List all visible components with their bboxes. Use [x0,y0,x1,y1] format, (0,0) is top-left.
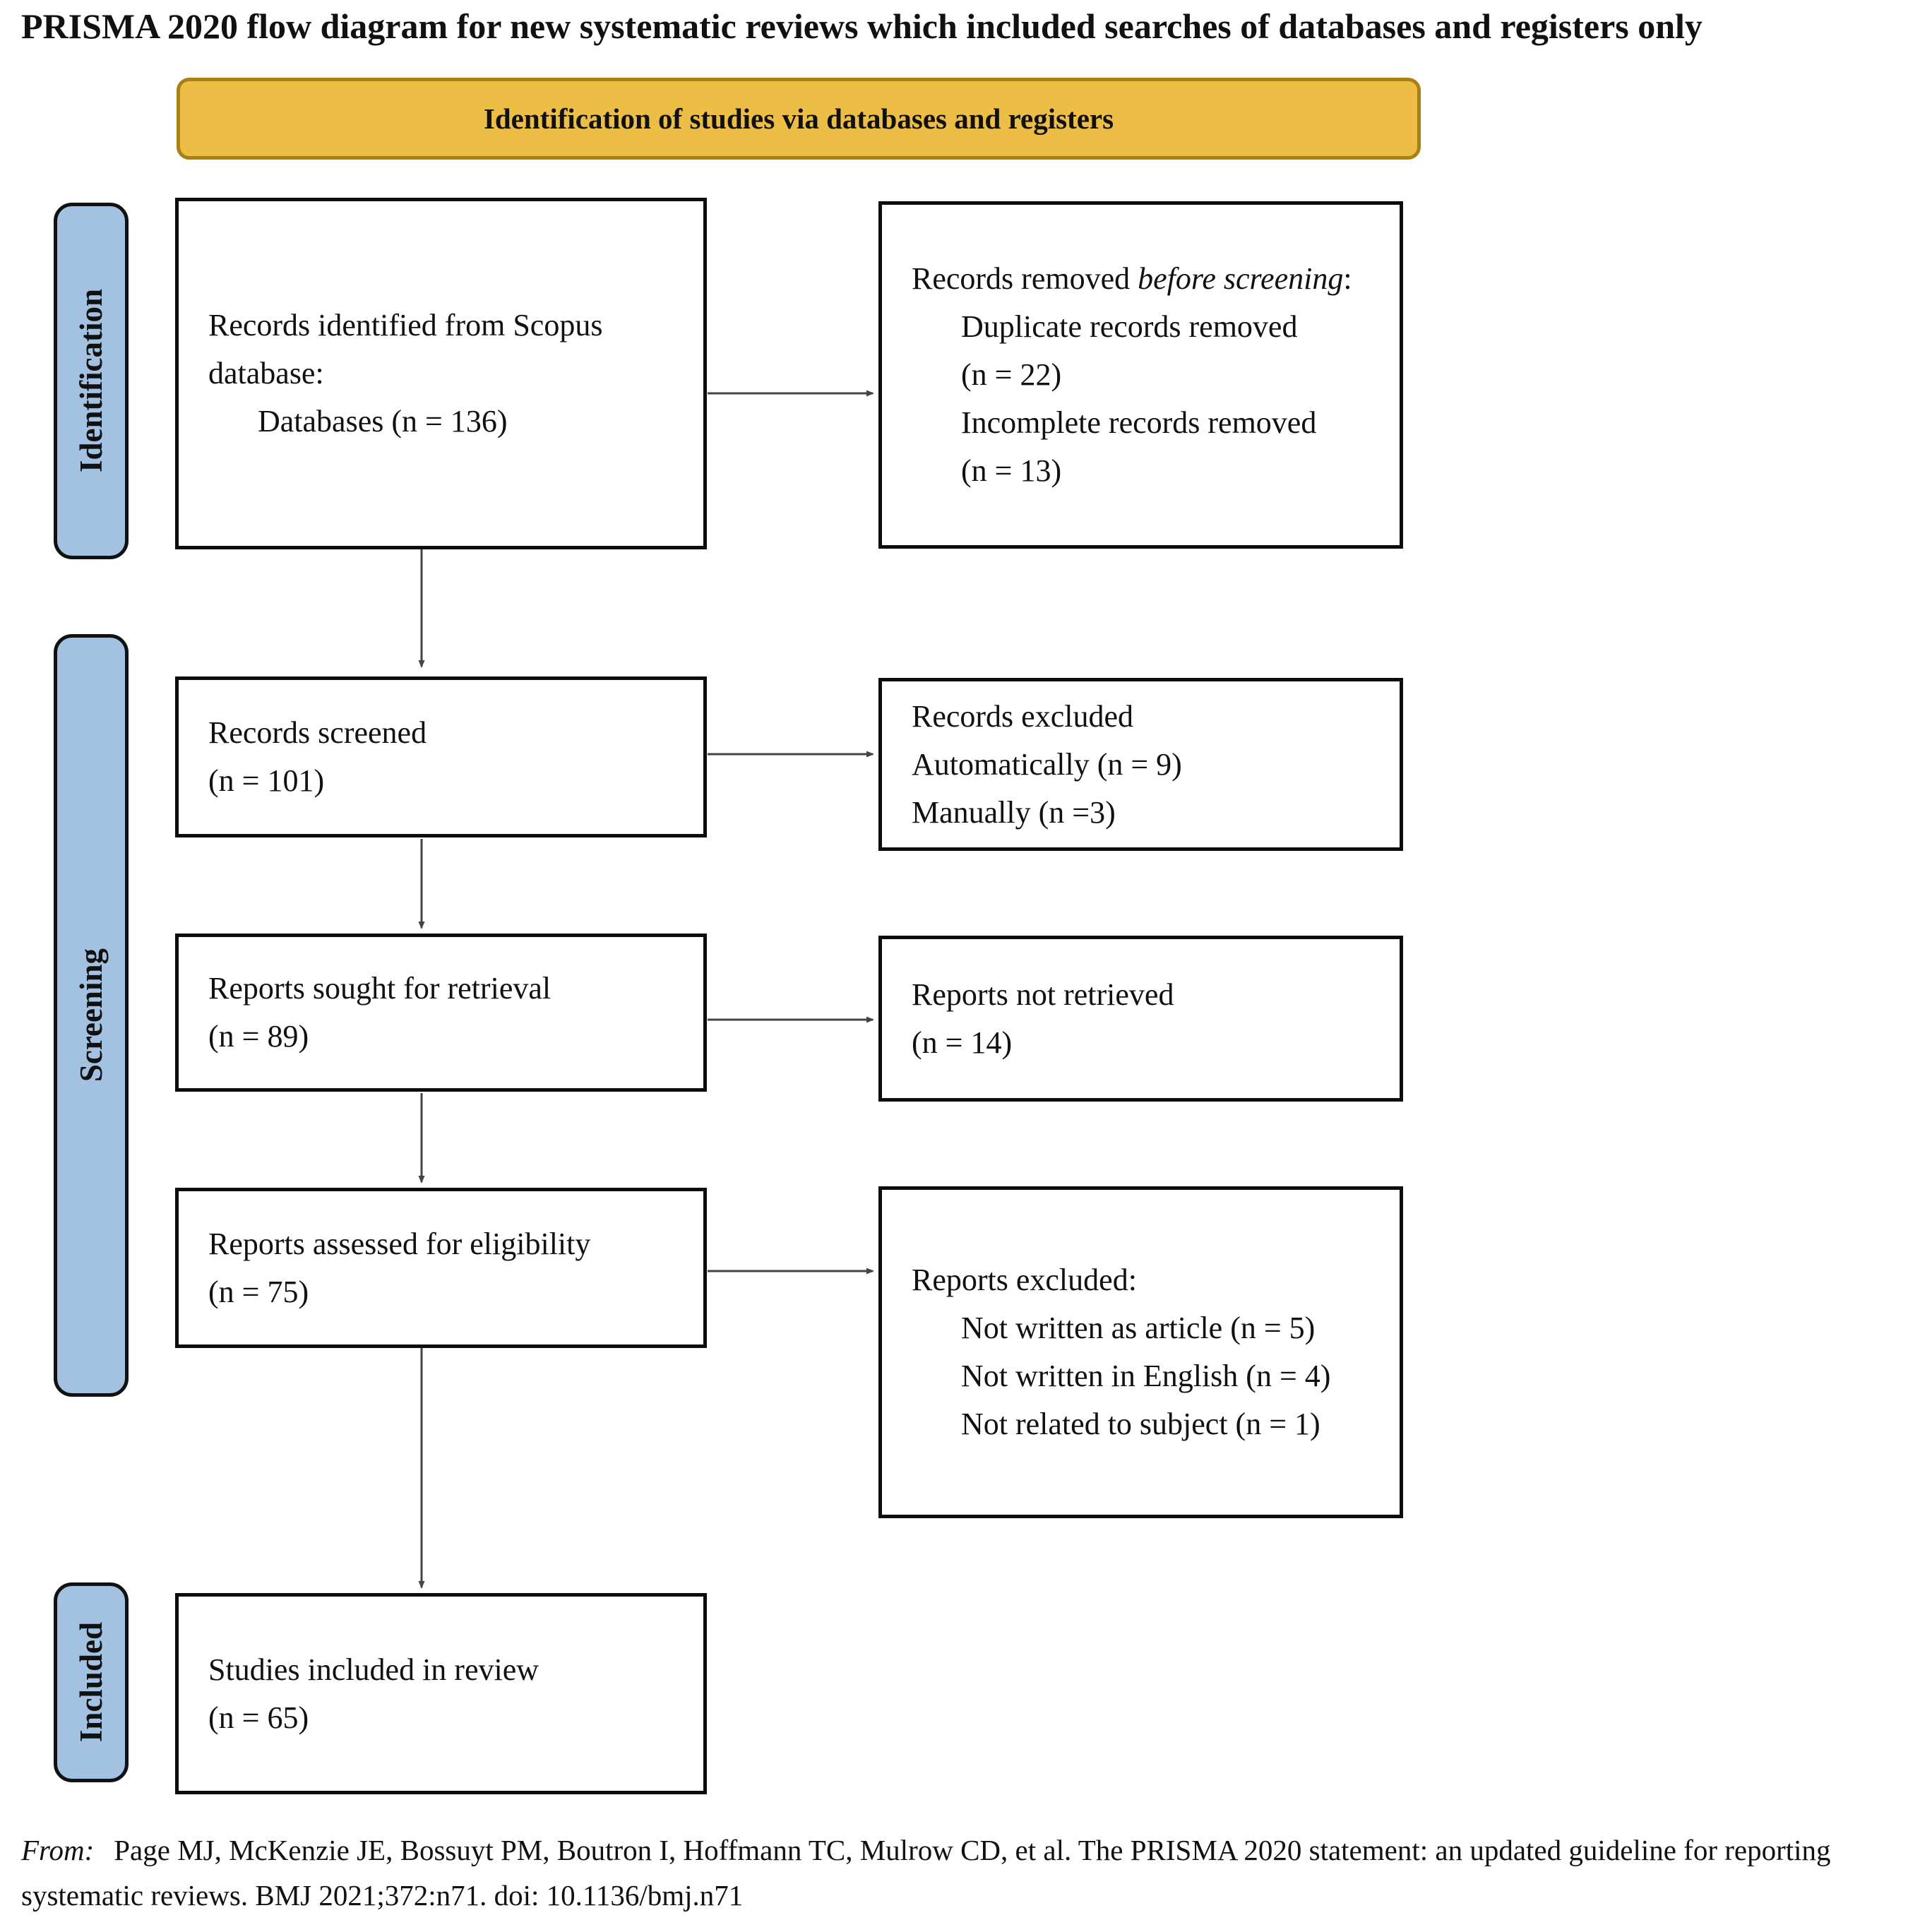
box-studies-included-line1: Studies included in review [208,1652,539,1687]
box-records-removed-title-em: before screening [1138,261,1344,296]
stage-rail-included: Included [54,1582,129,1782]
box-records-removed-line4: (n = 13) [961,453,1062,488]
box-records-removed-title: Records removed before screening: [912,255,1385,303]
box-records-excluded-line1: Records excluded [912,698,1133,734]
box-reports-excluded-line1: Reports excluded: [912,1263,1137,1297]
banner-identification-via-databases: Identification of studies via databases … [177,78,1421,160]
box-reports-assessed: Reports assessed for eligibility (n = 75… [175,1188,707,1348]
box-records-removed-title-pre: Records removed [912,261,1138,296]
citation-prefix: From: [21,1834,95,1866]
box-reports-excluded-line2: Not written as article (n = 5) [961,1311,1316,1345]
box-records-excluded-line2: Automatically (n = 9) [912,746,1182,782]
box-records-excluded: Records excluded Automatically (n = 9) M… [878,678,1403,851]
box-records-identified-line2: database: [208,356,324,390]
box-records-identified-line3: Databases (n = 136) [258,404,508,439]
box-reports-assessed-line1: Reports assessed for eligibility [208,1226,591,1261]
box-records-screened-line2: (n = 101) [208,763,325,798]
stage-rail-included-label: Included [73,1622,109,1743]
box-records-identified-line1: Records identified from Scopus [208,308,603,342]
box-reports-sought-line2: (n = 89) [208,1019,309,1054]
box-reports-not-retrieved: Reports not retrieved (n = 14) [878,936,1403,1102]
box-reports-sought: Reports sought for retrieval (n = 89) [175,934,707,1092]
box-records-removed-line2: (n = 22) [961,357,1062,392]
citation-text: Page MJ, McKenzie JE, Bossuyt PM, Boutro… [21,1834,1831,1912]
box-reports-excluded-line4: Not related to subject (n = 1) [961,1407,1320,1441]
box-records-excluded-line3: Manually (n =3) [912,794,1116,830]
box-reports-not-retrieved-line2: (n = 14) [912,1025,1013,1060]
box-reports-not-retrieved-line1: Reports not retrieved [912,977,1174,1012]
box-studies-included: Studies included in review (n = 65) [175,1593,707,1794]
stage-rail-screening: Screening [54,634,129,1397]
box-records-removed-line1: Duplicate records removed [961,309,1298,344]
box-reports-sought-line1: Reports sought for retrieval [208,971,551,1006]
box-records-identified: Records identified from Scopus database:… [175,198,707,549]
box-records-removed-line3: Incomplete records removed [961,405,1317,440]
page-title: PRISMA 2020 flow diagram for new systema… [21,6,1703,46]
box-reports-excluded-line3: Not written in English (n = 4) [961,1359,1331,1393]
box-records-screened: Records screened (n = 101) [175,676,707,837]
stage-rail-identification: Identification [54,203,129,559]
citation: From:Page MJ, McKenzie JE, Bossuyt PM, B… [21,1827,1892,1918]
stage-rail-screening-label: Screening [73,948,109,1083]
banner-label: Identification of studies via databases … [483,102,1114,135]
box-studies-included-line2: (n = 65) [208,1700,309,1735]
stage-rail-identification-label: Identification [73,289,109,473]
box-records-removed-before-screening: Records removed before screening: Duplic… [878,201,1403,549]
box-reports-assessed-line2: (n = 75) [208,1274,309,1309]
box-records-removed-title-post: : [1343,261,1352,296]
box-reports-excluded: Reports excluded: Not written as article… [878,1186,1403,1518]
box-records-screened-line1: Records screened [208,715,427,750]
